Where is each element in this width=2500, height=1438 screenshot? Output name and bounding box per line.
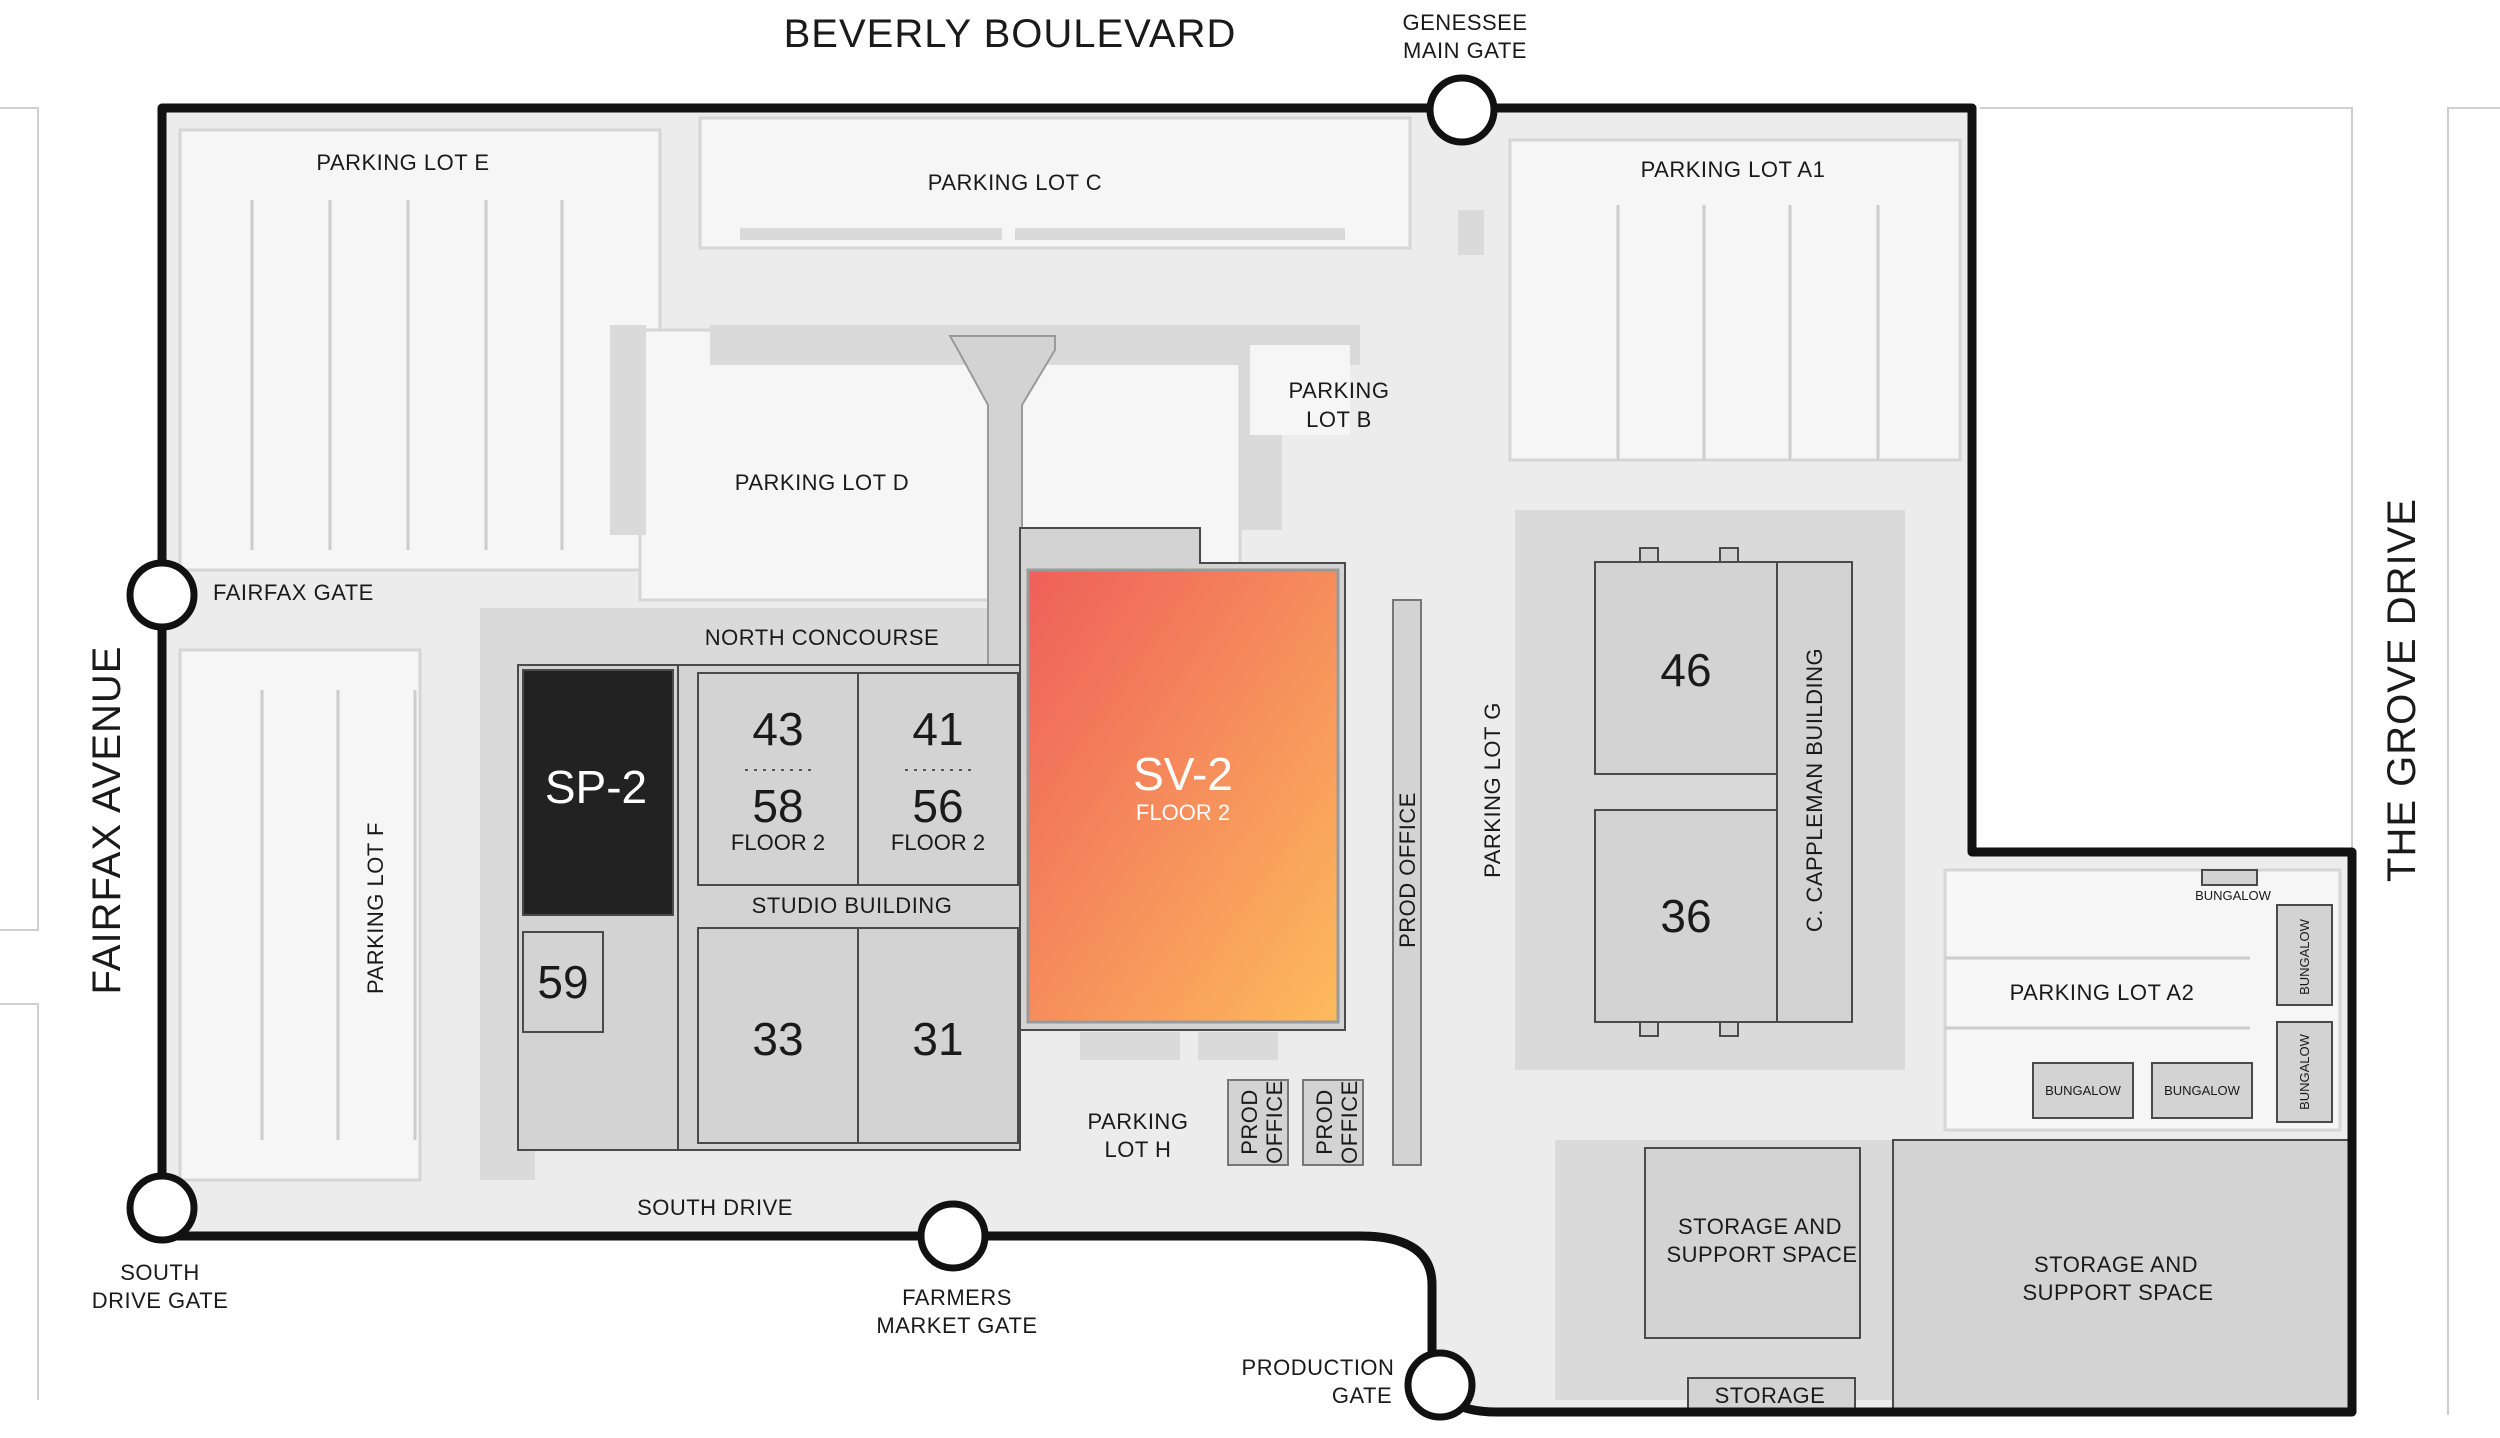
lot-f-label: PARKING LOT F xyxy=(363,822,388,994)
parking-lot-b-area xyxy=(1250,345,1350,435)
cappleman-building[interactable] xyxy=(1776,561,1853,1023)
south-drive-gate[interactable] xyxy=(126,1172,198,1244)
prod-office-small-2[interactable] xyxy=(1302,1079,1364,1166)
prod-office-small-2-label-1: PROD xyxy=(1312,1089,1337,1155)
genesee-main-gate[interactable] xyxy=(1426,74,1498,146)
lot-h-label-2: LOT H xyxy=(1105,1137,1172,1162)
bungalow-top-label: BUNGALOW xyxy=(2195,888,2272,903)
south-drive-gate-label-1: SOUTH xyxy=(120,1260,200,1285)
production-gate[interactable] xyxy=(1404,1349,1476,1421)
bungalow-top[interactable] xyxy=(2201,869,2258,886)
stage-59-label: 59 xyxy=(537,956,588,1008)
parking-lot-a1-area xyxy=(1508,138,1962,462)
stage-41-label: 41 xyxy=(912,703,963,755)
stage-31-label: 31 xyxy=(912,1013,963,1065)
studio-building-label: STUDIO BUILDING xyxy=(752,893,953,918)
stage-31[interactable] xyxy=(857,927,1019,1144)
stage-46-label: 46 xyxy=(1660,644,1711,696)
road-fairfax: FAIRFAX AVENUE xyxy=(85,646,129,995)
genesee-gate-label-2: MAIN GATE xyxy=(1403,38,1527,63)
bungalow-horizontal-1[interactable] xyxy=(2032,1062,2134,1119)
parking-lot-a2-area xyxy=(1943,868,2342,1132)
lot-e-label: PARKING LOT E xyxy=(316,150,489,175)
storage-label: STORAGE xyxy=(1715,1383,1826,1408)
stage-sp2-label: SP-2 xyxy=(545,761,647,813)
lot-h-label-1: PARKING xyxy=(1088,1109,1189,1134)
storage-buildings xyxy=(1644,1139,2351,1411)
bungalow-v1-label: BUNGALOW xyxy=(2297,918,2312,995)
production-gate-label-2: GATE xyxy=(1332,1383,1392,1408)
storage-support-1-label-2: SUPPORT SPACE xyxy=(1666,1242,1857,1267)
stage-36[interactable] xyxy=(1594,809,1778,1023)
prod-office-small-1[interactable] xyxy=(1227,1079,1289,1166)
prod-office-long[interactable] xyxy=(1392,599,1422,1166)
parking-lot-c-area xyxy=(698,116,1412,250)
storage-support-2[interactable] xyxy=(1892,1139,2351,1411)
bungalow-horizontal-2[interactable] xyxy=(2151,1062,2253,1119)
parking-lot-f-area xyxy=(178,648,422,1182)
bungalow-v2-label: BUNGALOW xyxy=(2297,1033,2312,1110)
lot-b-label-2: LOT B xyxy=(1306,407,1372,432)
stage-sv2-label: SV-2 xyxy=(1133,748,1233,800)
storage-support-1[interactable] xyxy=(1644,1147,1861,1339)
lot-g-label: PARKING LOT G xyxy=(1480,702,1505,878)
lot-d-label: PARKING LOT D xyxy=(735,470,909,495)
stage-56-label: 56 xyxy=(912,780,963,832)
road-grove: THE GROVE DRIVE xyxy=(2380,498,2424,882)
parking-lot-e-area xyxy=(178,128,662,572)
cappleman-complex xyxy=(1594,547,1853,1037)
prod-office-small-1-label-1: PROD xyxy=(1237,1089,1262,1155)
stage-sv2-floor-label: FLOOR 2 xyxy=(1136,800,1230,825)
stage-59[interactable] xyxy=(522,931,604,1033)
farmers-market-gate-label-1: FARMERS xyxy=(902,1285,1012,1310)
bungalow-h2-label: BUNGALOW xyxy=(2164,1083,2241,1098)
sv2-annex xyxy=(1080,1032,1278,1060)
north-concourse-label: NORTH CONCOURSE xyxy=(705,625,939,650)
fairfax-gate-label: FAIRFAX GATE xyxy=(213,580,374,605)
lot-c-label: PARKING LOT C xyxy=(928,170,1102,195)
lot-a2-label: PARKING LOT A2 xyxy=(2010,980,2195,1005)
pavement xyxy=(178,116,2342,1182)
prod-office-small-1-label-2: OFFICE xyxy=(1262,1080,1287,1164)
bungalow-h1-label: BUNGALOW xyxy=(2045,1083,2122,1098)
stage-sv2[interactable] xyxy=(1026,568,1340,1024)
storage-support-1-label-1: STORAGE AND xyxy=(1678,1214,1842,1239)
south-drive-label: SOUTH DRIVE xyxy=(637,1195,793,1220)
stage-58-label: 58 xyxy=(752,780,803,832)
lot-b-label-1: PARKING xyxy=(1289,378,1390,403)
stage-33-label: 33 xyxy=(752,1013,803,1065)
prod-office-small-2-label-2: OFFICE xyxy=(1337,1080,1362,1164)
cappleman-label: C. CAPPLEMAN BUILDING xyxy=(1802,648,1827,932)
stage-43-58[interactable] xyxy=(697,672,859,886)
stall-lines xyxy=(250,200,2250,1140)
neighbour-outlines xyxy=(0,107,2500,1415)
stage-56-floor-label: FLOOR 2 xyxy=(891,830,985,855)
bungalow-vertical-1[interactable] xyxy=(2276,904,2333,1006)
road-beverly: BEVERLY BOULEVARD xyxy=(784,12,1237,56)
storage-support-2-label-1: STORAGE AND xyxy=(2034,1252,2198,1277)
south-drive-gate-label-2: DRIVE GATE xyxy=(92,1288,229,1313)
genesee-gate-label-1: GENESSEE xyxy=(1402,10,1527,35)
stage-58-floor-label: FLOOR 2 xyxy=(731,830,825,855)
stage-43-label: 43 xyxy=(752,703,803,755)
bungalow-vertical-2[interactable] xyxy=(2276,1021,2333,1123)
stage-33[interactable] xyxy=(697,927,859,1144)
gates xyxy=(126,74,1498,1421)
production-gate-label-1: PRODUCTION xyxy=(1242,1355,1395,1380)
stage-41-56[interactable] xyxy=(857,672,1019,886)
prod-office-long-label: PROD OFFICE xyxy=(1395,792,1420,948)
farmers-market-gate-label-2: MARKET GATE xyxy=(876,1313,1037,1338)
stage-sp2[interactable] xyxy=(522,669,674,916)
stage-36-label: 36 xyxy=(1660,890,1711,942)
fairfax-gate[interactable] xyxy=(126,559,198,631)
lot-a1-label: PARKING LOT A1 xyxy=(1641,157,1826,182)
prod-offices xyxy=(1227,599,1422,1166)
stage-46[interactable] xyxy=(1594,561,1778,775)
storage-support-2-label-2: SUPPORT SPACE xyxy=(2022,1280,2213,1305)
farmers-market-gate[interactable] xyxy=(917,1200,989,1272)
storage-small[interactable] xyxy=(1687,1377,1856,1411)
bungalows xyxy=(2032,869,2333,1123)
